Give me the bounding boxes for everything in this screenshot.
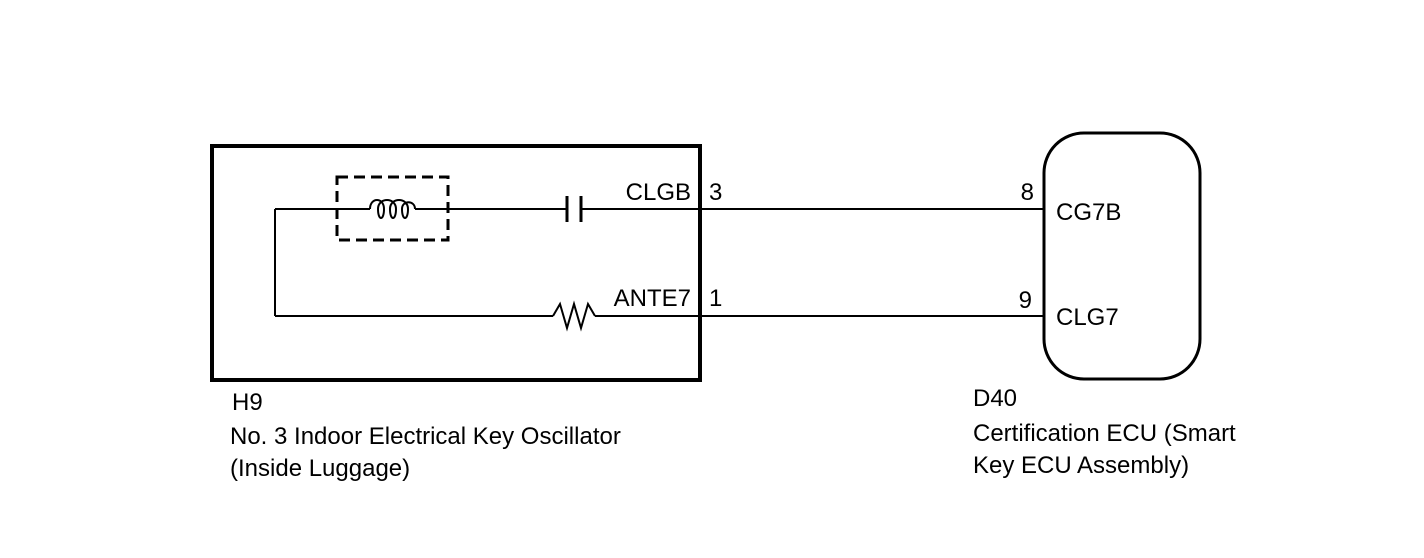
resistor-icon [552, 300, 596, 332]
d40-component-name-line1: Certification ECU (Smart [973, 420, 1236, 447]
coil-dashed-enclosure [335, 175, 450, 242]
d40-pin-9: 9 [1019, 287, 1032, 314]
d40-ecu-box [1042, 131, 1202, 381]
d40-component-name-line2: Key ECU Assembly) [973, 452, 1190, 479]
h9-component-code: H9 [232, 389, 263, 416]
capacitor-icon [565, 196, 583, 222]
d40-signal-clg7: CLG7 [1056, 304, 1119, 331]
h9-internal-circuit [274, 208, 700, 317]
h9-signal-ante7: ANTE7 [614, 285, 691, 312]
h9-component-name-line2: (Inside Luggage) [230, 455, 411, 482]
d40-pin-8: 8 [1021, 179, 1034, 206]
h9-signal-clgb: CLGB [626, 179, 691, 206]
d40-component-code: D40 [973, 385, 1018, 412]
coil-icon [369, 199, 416, 219]
h9-component-name-line1: No. 3 Indoor Electrical Key Oscillator [230, 423, 621, 450]
h9-pin-3: 3 [709, 179, 722, 206]
h9-component-box [210, 144, 702, 382]
h9-pin-1: 1 [709, 285, 722, 312]
d40-signal-cg7b: CG7B [1056, 199, 1121, 226]
